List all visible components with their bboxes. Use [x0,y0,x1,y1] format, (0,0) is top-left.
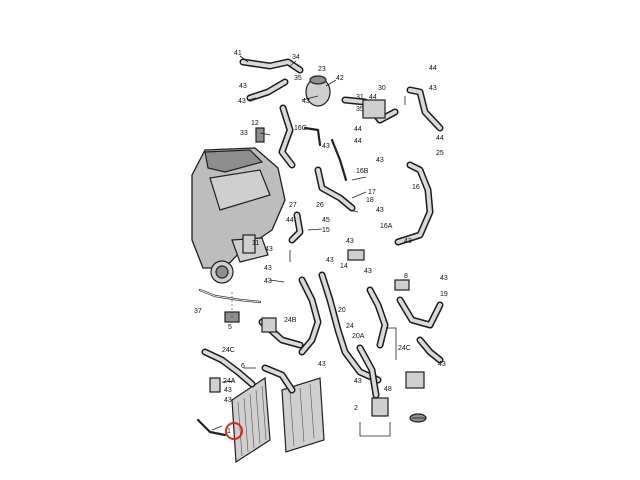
callout-24c: 43 [224,397,232,404]
callout-43: 43 [318,361,326,368]
radiator [231,376,325,464]
callout-11: 11 [252,240,259,247]
callout-43: 43 [346,238,354,245]
callout-labels: 41 34 23 42 43 35 43 43 30 31 44 35 44 4… [194,50,448,435]
callout-43: 43 [429,85,437,92]
callout-19: 19 [440,291,448,298]
callout-16: 16 [412,184,420,191]
callout-26: 26 [316,202,324,209]
callout-44: 44 [369,94,377,101]
callout-43: 43 [238,98,246,105]
callout-24: 24C [222,347,235,354]
callout-15: 15 [322,227,330,234]
callout-5: 20A [352,333,365,340]
callout-17: 17 [368,189,376,196]
callout-35: 35 [294,75,302,82]
callout-44: 44 [354,126,362,133]
callout-16a: 16A [380,223,393,230]
callout-43: 43 [264,278,272,285]
callout-43: 43 [404,238,412,245]
callout-18: 18 [366,197,374,204]
callout-14: 14 [340,263,348,270]
callout-43: 43 [302,98,310,105]
callout-43: 43 [438,361,446,368]
callout-43: 43 [364,268,372,275]
callout-24c: 43 [224,387,232,394]
callout-42: 42 [336,75,344,82]
callout-8: 8 [404,273,408,280]
callout-43: 43 [265,246,273,253]
callout-43: 48 [384,386,392,393]
callout-43: 43 [376,157,384,164]
callout-24b: 24A [223,378,236,385]
callout-20a: 6 [241,363,245,370]
callout-43: 43 [264,265,272,272]
callout-25: 25 [436,150,444,157]
callout-20: 24 [346,323,354,330]
callout-43: 20 [338,307,346,314]
callout-43: 2 [354,405,358,412]
components [209,75,427,423]
callout-6: 43 [354,378,362,385]
callout-44: 44 [286,217,294,224]
callout-43: 43 [326,257,334,264]
callout-31: 31 [356,94,364,101]
callout-44: 44 [354,138,362,145]
callout-43: 24B [284,317,297,324]
callout-44: 44 [436,135,444,142]
callout-24a: 1 [227,428,231,435]
callout-43: 37 [194,308,202,315]
callout-43: 43 [440,275,448,282]
callout-44: 44 [429,65,437,72]
callout-43: 43 [322,143,330,150]
leader-lines [211,55,426,437]
callout-43: 24C [398,345,411,352]
callout-35: 35 [356,106,364,113]
callout-43: 43 [239,83,247,90]
callout-43: 43 [376,207,384,214]
small-pipes [196,126,348,437]
callout-30: 30 [378,85,386,92]
callout-45: 45 [322,217,330,224]
callout-12: 12 [251,120,259,127]
callout-27: 27 [289,202,297,209]
callout-16c: 16C [294,125,307,132]
highlight-ring-24a [225,422,243,440]
callout-33: 33 [240,130,248,137]
callout-34: 34 [292,54,300,61]
callout-41: 41 [234,50,242,57]
callout-16b: 16B [356,168,369,175]
callout-37: 5 [228,324,232,331]
callout-23: 23 [318,66,326,73]
engine-block [191,147,286,284]
